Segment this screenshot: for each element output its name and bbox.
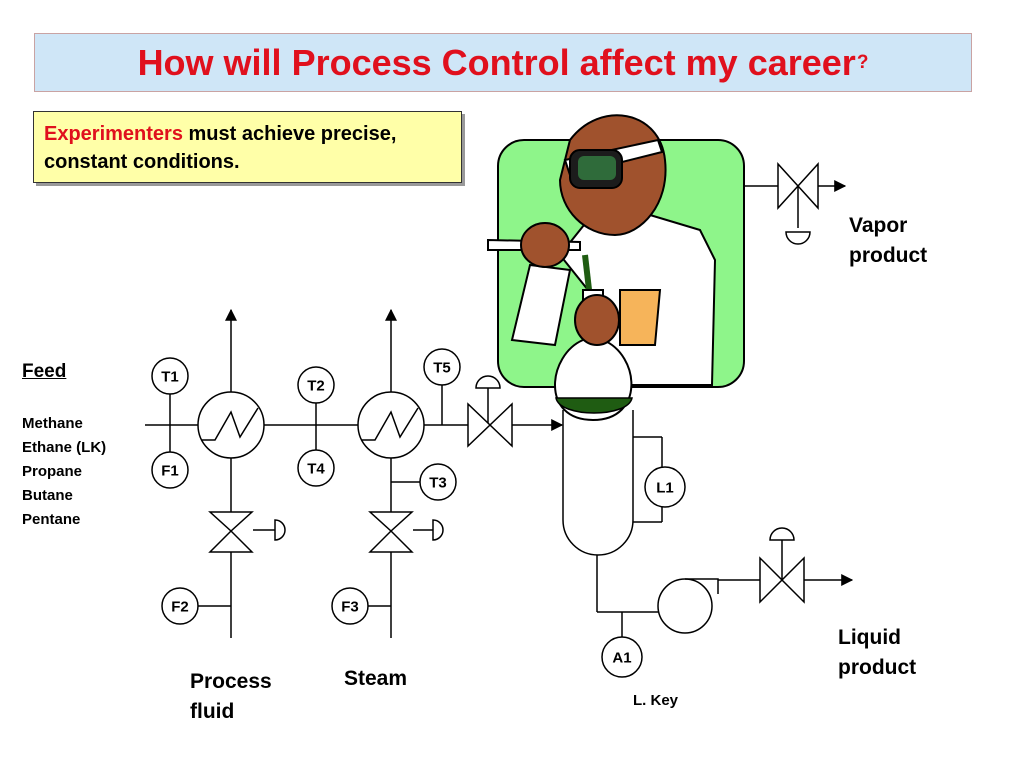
page-title: How will Process Control affect my caree… (137, 41, 856, 83)
feed-component: Propane (22, 463, 83, 480)
instrument-F1 (151, 451, 189, 489)
instrument-T1 (151, 357, 189, 395)
A1-label: A1 (612, 650, 631, 667)
steam-valve (368, 511, 444, 553)
flash-drum (562, 410, 634, 556)
feed-components: Methane Ethane (LK) Propane Butane Penta… (22, 412, 106, 532)
feed-component: Methane (22, 415, 83, 432)
L1-label: L1 (656, 480, 674, 497)
T2-label: T2 (307, 378, 325, 395)
vapor-valve (777, 162, 819, 245)
instrument-F2 (161, 587, 199, 625)
vapor-product-line1: Vapor (849, 214, 908, 237)
feed-heading: Feed (22, 361, 67, 382)
feed-component: Ethane (LK) (22, 439, 107, 456)
light-key-label: L. Key (633, 692, 679, 709)
instrument-L1 (644, 466, 686, 508)
experimenters-note: Experimenters must achieve precise, cons… (33, 111, 462, 183)
heat-exchanger-2 (357, 391, 425, 459)
heat-exchanger-1 (197, 391, 265, 459)
feed-control-valve (467, 375, 513, 448)
T5-label: T5 (433, 360, 451, 377)
T3-label: T3 (429, 475, 447, 492)
instrument-T3 (419, 463, 457, 501)
feed-component: Butane (22, 487, 73, 504)
liquid-product-line2: product (838, 656, 917, 679)
vapor-product-line2: product (849, 244, 928, 267)
instrument-A1 (601, 636, 643, 678)
instrument-T4 (297, 449, 335, 487)
feed-component: Pentane (22, 511, 81, 528)
vapor-product-label: Vapor product (849, 211, 927, 271)
product-pump (657, 578, 719, 634)
process-fluid-valve (208, 511, 286, 553)
instrument-T5 (423, 348, 461, 386)
title-question-mark: ? (856, 51, 869, 73)
F3-label: F3 (341, 599, 359, 616)
instrument-F3 (331, 587, 369, 625)
steam-label: Steam (344, 667, 408, 690)
liquid-valve (759, 527, 805, 604)
title-banner: How will Process Control affect my caree… (34, 33, 972, 92)
T1-label: T1 (161, 369, 179, 386)
T4-label: T4 (307, 461, 325, 478)
experimenter-illustration (487, 114, 745, 422)
process-fluid-line1: Process (190, 670, 272, 693)
note-highlight: Experimenters (44, 123, 183, 145)
F1-label: F1 (161, 463, 179, 480)
process-fluid-line2: fluid (190, 700, 235, 723)
note-text: must achieve precise, constant condition… (44, 123, 397, 173)
instrument-T2 (297, 366, 335, 404)
F2-label: F2 (171, 599, 189, 616)
process-fluid-label: Process fluid (190, 667, 272, 727)
liquid-product-line1: Liquid (838, 626, 901, 649)
liquid-product-label: Liquid product (838, 623, 916, 683)
